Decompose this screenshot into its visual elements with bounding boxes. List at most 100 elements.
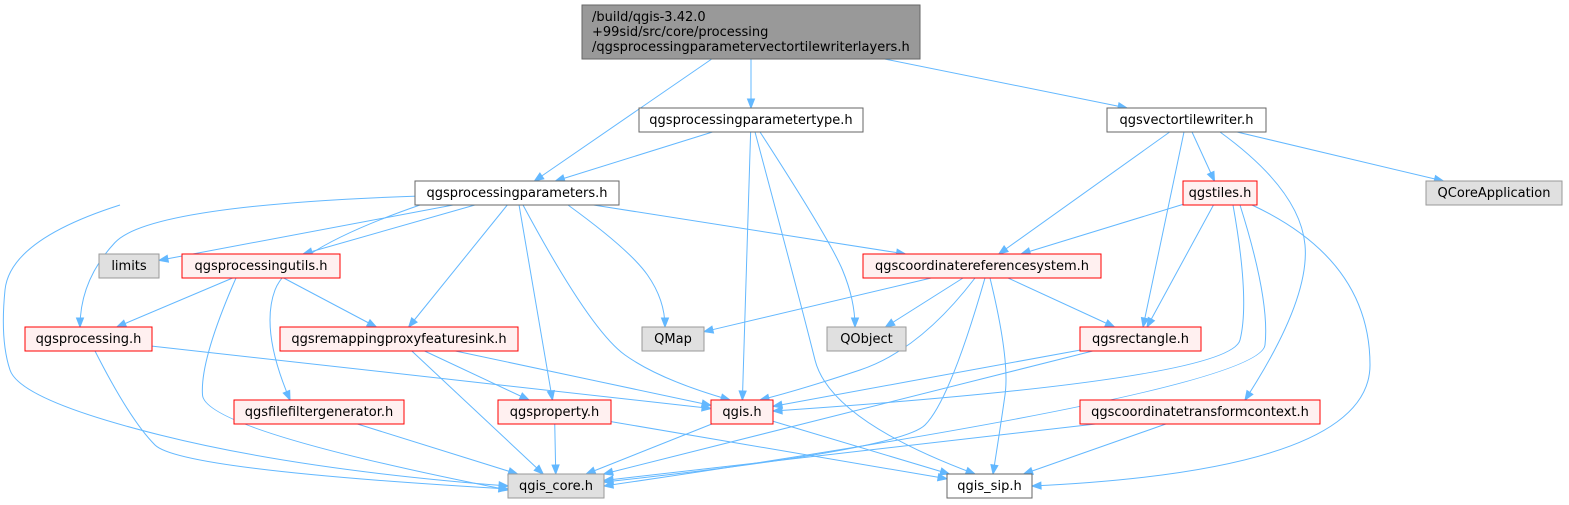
edge-qgsprocessing-to-qgis_core <box>94 350 510 493</box>
node-qobject[interactable]: QObject <box>826 326 907 352</box>
edge-qgsprocessingparametertype-to-qgis_sip <box>754 131 977 475</box>
edge-line <box>151 345 712 410</box>
arrowhead-icon <box>702 325 715 334</box>
arrowhead-icon <box>75 317 85 329</box>
edge-qgscoordinatetransformcontext-to-qgis_core <box>602 423 1096 484</box>
edge-qgsprocessingutils-to-qgis_core <box>201 277 510 493</box>
node-qgsvectortilewriter[interactable]: qgsvectortilewriter.h <box>1106 107 1267 133</box>
node-box[interactable] <box>1079 399 1321 425</box>
arrowhead-icon <box>1022 466 1035 475</box>
arrowhead-icon <box>990 463 999 476</box>
node-box[interactable] <box>1106 107 1267 133</box>
edge-qgsprocessingparameters-to-qgsfilefiltergenerator <box>269 204 421 402</box>
node-box[interactable] <box>641 326 705 352</box>
edge-line <box>989 277 1007 475</box>
arrowhead-icon <box>518 392 531 401</box>
edge-root-to-qgsprocessingparametertype <box>746 59 756 110</box>
edge-line <box>603 204 1267 487</box>
edge-line <box>772 420 950 475</box>
node-box[interactable] <box>181 253 341 279</box>
node-label: qgscoordinatereferencesystem.h <box>875 259 1089 274</box>
arrowhead-icon <box>602 467 614 476</box>
edge-line <box>741 131 752 401</box>
arrowhead-icon <box>533 464 545 475</box>
edge-qgscoordinatereferencesystem-to-qobject <box>884 277 964 328</box>
node-qgsremappingproxyfeaturesink[interactable]: qgsremappingproxyfeaturesink.h <box>279 326 519 352</box>
node-qgsproperty[interactable]: qgsproperty.h <box>497 399 612 425</box>
node-label: QCoreApplication <box>1438 186 1551 201</box>
node-box[interactable] <box>581 4 921 60</box>
node-box[interactable] <box>24 326 153 352</box>
arrowhead-icon <box>771 406 783 415</box>
node-box[interactable] <box>638 107 864 133</box>
edge-line <box>1236 131 1444 182</box>
node-box[interactable] <box>826 326 907 352</box>
edge-line <box>603 423 1096 481</box>
edge-qgscoordinatereferencesystem-to-qgis_core <box>602 277 986 486</box>
node-box[interactable] <box>98 253 160 279</box>
nodes-layer: /build/qgis-3.42.0+99sid/src/core/proces… <box>24 4 1563 499</box>
node-qmap[interactable]: QMap <box>641 326 705 352</box>
node-qgis_core[interactable]: qgis_core.h <box>507 473 605 499</box>
arrowhead-icon <box>602 475 614 484</box>
node-box[interactable] <box>1182 180 1258 206</box>
edge-line <box>703 277 932 333</box>
node-box[interactable] <box>1425 180 1563 206</box>
edge-line <box>885 277 964 328</box>
node-box[interactable] <box>497 399 612 425</box>
node-qgis[interactable]: qgis.h <box>710 399 774 425</box>
node-qgsprocessingutils[interactable]: qgsprocessingutils.h <box>181 253 341 279</box>
node-qgscoordinatereferencesystem[interactable]: qgscoordinatereferencesystem.h <box>862 253 1102 279</box>
node-label: qgis.h <box>722 405 761 420</box>
node-qcoreapplication[interactable]: QCoreApplication <box>1425 180 1563 206</box>
edge-qgsproperty-to-qgis_sip <box>610 421 949 482</box>
arrowhead-icon <box>700 399 713 408</box>
node-label: +99sid/src/core/processing <box>592 25 768 40</box>
edge-qgsfilefiltergenerator-to-qgis_core <box>357 423 519 476</box>
edge-line <box>79 195 421 328</box>
node-label: qgsprocessingparametertype.h <box>649 113 852 128</box>
edge-line <box>610 421 948 480</box>
node-qgsprocessingparametertype[interactable]: qgsprocessingparametertype.h <box>638 107 864 133</box>
node-label: qgsvectortilewriter.h <box>1119 113 1253 128</box>
node-qgsprocessing[interactable]: qgsprocessing.h <box>24 326 153 352</box>
node-limits[interactable]: limits <box>98 253 160 279</box>
arrowhead-icon <box>282 389 291 402</box>
edge-line <box>201 277 509 491</box>
node-qgstiles[interactable]: qgstiles.h <box>1182 180 1258 206</box>
edge-line <box>603 350 1093 475</box>
arrowhead-icon <box>738 390 747 402</box>
arrowhead-icon <box>936 473 949 482</box>
node-box[interactable] <box>233 399 405 425</box>
edge-qgsrectangle-to-qgis <box>771 349 1081 409</box>
node-label: qgsprocessingutils.h <box>194 259 327 274</box>
node-qgscoordinatetransformcontext[interactable]: qgscoordinatetransformcontext.h <box>1079 399 1321 425</box>
edge-qgsprocessingparameters-to-qmap <box>567 204 670 329</box>
edge-line <box>1020 203 1184 255</box>
node-box[interactable] <box>507 473 605 499</box>
edge-qgsrectangle-to-qgis_core <box>602 350 1093 476</box>
node-qgsprocessingparameters[interactable]: qgsprocessingparameters.h <box>414 180 620 206</box>
node-box[interactable] <box>279 326 519 352</box>
arrowhead-icon <box>1146 316 1156 329</box>
node-box[interactable] <box>1079 326 1202 352</box>
node-box[interactable] <box>710 399 774 425</box>
node-box[interactable] <box>946 473 1033 499</box>
edge-line <box>116 277 233 328</box>
node-box[interactable] <box>862 253 1102 279</box>
edge-line <box>408 204 508 328</box>
edge-line <box>585 423 713 475</box>
node-qgsrectangle[interactable]: qgsrectangle.h <box>1079 326 1202 352</box>
node-root[interactable]: /build/qgis-3.42.0+99sid/src/core/proces… <box>581 4 921 60</box>
node-qgis_sip[interactable]: qgis_sip.h <box>946 473 1033 499</box>
node-box[interactable] <box>414 180 620 206</box>
edge-qgis-to-qgis_core <box>584 423 713 475</box>
arrowhead-icon <box>1244 389 1254 402</box>
edge-qgscoordinatereferencesystem-to-qgis_sip <box>989 277 1007 476</box>
node-qgsfilefiltergenerator[interactable]: qgsfilefiltergenerator.h <box>233 399 405 425</box>
edge-line <box>94 350 509 490</box>
edge-line <box>534 58 713 182</box>
arrowhead-icon <box>115 319 128 328</box>
arrowhead-icon <box>498 484 510 493</box>
node-label: /qgsprocessingparametervectortilewriterl… <box>592 40 910 55</box>
